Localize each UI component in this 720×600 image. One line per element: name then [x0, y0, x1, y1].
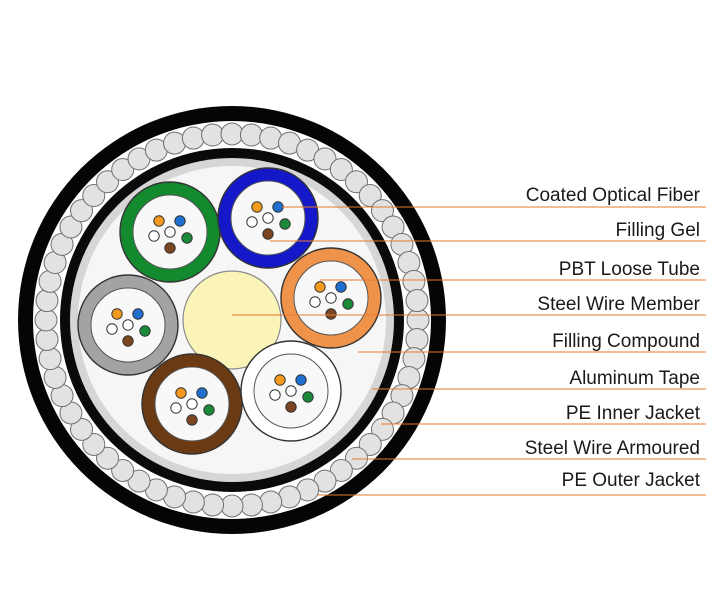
armour-wire — [70, 199, 94, 223]
coated-optical-fiber — [203, 404, 215, 416]
armour-wire — [96, 446, 120, 470]
cable-cross-section — [18, 106, 446, 534]
coated-optical-fiber — [111, 308, 123, 320]
label-steel-wire-armoured: Steel Wire Armoured — [525, 438, 700, 459]
coated-optical-fiber — [186, 414, 198, 426]
armour-wire — [35, 289, 59, 313]
armour-wire — [239, 493, 263, 517]
pbt-loose-tube-grey-tube — [77, 274, 179, 376]
coated-optical-fiber — [262, 212, 274, 224]
label-steel-wire-member: Steel Wire Member — [537, 294, 700, 315]
armour-wire — [201, 493, 225, 517]
coated-optical-fiber — [314, 281, 326, 293]
coated-optical-fiber — [181, 232, 193, 244]
coated-optical-fiber — [122, 335, 134, 347]
coated-optical-fiber — [302, 391, 314, 403]
coated-optical-fiber — [106, 323, 118, 335]
coated-optical-fiber — [325, 308, 337, 320]
armour-wire — [111, 458, 135, 482]
coated-optical-fiber — [335, 281, 347, 293]
coated-optical-fiber — [132, 308, 144, 320]
label-filling-gel: Filling Gel — [616, 220, 700, 241]
pbt-loose-tube-brown-tube — [141, 353, 243, 455]
armour-wire — [70, 417, 94, 441]
coated-optical-fiber — [269, 389, 281, 401]
coated-optical-fiber — [262, 228, 274, 240]
label-pe-inner-jacket: PE Inner Jacket — [566, 403, 701, 424]
label-filling-compound: Filling Compound — [552, 331, 700, 352]
label-pe-outer-jacket: PE Outer Jacket — [562, 470, 701, 491]
label-aluminum-tape: Aluminum Tape — [569, 368, 700, 389]
armour-wire — [406, 308, 430, 332]
armour-wire — [220, 122, 244, 146]
steel-wire-armour-ring — [34, 122, 430, 518]
armour-wire — [181, 126, 205, 150]
armour-wire — [402, 269, 426, 293]
coated-optical-fiber — [295, 374, 307, 386]
armour-wire — [313, 147, 337, 171]
armour-wire — [344, 446, 368, 470]
armour-wire — [358, 432, 382, 456]
coated-optical-fiber — [175, 387, 187, 399]
armour-wire — [96, 170, 120, 194]
armour-wire — [111, 158, 135, 182]
armour-wire — [329, 158, 353, 182]
coated-optical-fiber — [272, 201, 284, 213]
armour-wire — [329, 458, 353, 482]
label-pbt-loose-tube: PBT Loose Tube — [559, 259, 700, 280]
armour-wire — [34, 308, 58, 332]
coated-optical-fiber — [164, 226, 176, 238]
armour-wire — [201, 123, 225, 147]
pbt-loose-tube-orange-tube — [280, 247, 382, 349]
armour-wire — [259, 490, 283, 514]
pbt-loose-tube-blue-tube — [217, 167, 319, 269]
label-coated-optical-fiber: Coated Optical Fiber — [526, 185, 701, 206]
coated-optical-fiber — [164, 242, 176, 254]
armour-wire — [405, 289, 429, 313]
armour-wire — [35, 327, 59, 351]
coated-optical-fiber — [274, 374, 286, 386]
armour-wire — [82, 432, 106, 456]
coated-optical-fiber — [153, 215, 165, 227]
coated-optical-fiber — [342, 298, 354, 310]
armour-wire — [239, 123, 263, 147]
armour-wire — [127, 469, 151, 493]
coated-optical-fiber — [122, 319, 134, 331]
coated-optical-fiber — [246, 216, 258, 228]
armour-wire — [220, 494, 244, 518]
coated-optical-fiber — [279, 218, 291, 230]
coated-optical-fiber — [148, 230, 160, 242]
armour-wire — [59, 215, 83, 239]
coated-optical-fiber — [186, 398, 198, 410]
coated-optical-fiber — [139, 325, 151, 337]
coated-optical-fiber — [285, 385, 297, 397]
steel-wire-member — [182, 270, 282, 370]
armour-wire — [82, 184, 106, 208]
coated-optical-fiber — [251, 201, 263, 213]
coated-optical-fiber — [285, 401, 297, 413]
pbt-loose-tube-green-tube — [119, 181, 221, 283]
armour-wire — [370, 199, 394, 223]
armour-wire — [344, 170, 368, 194]
pbt-loose-tube-white-tube — [240, 340, 342, 442]
coated-optical-fiber — [170, 402, 182, 414]
coated-optical-fiber — [174, 215, 186, 227]
armour-wire — [38, 347, 62, 371]
coated-optical-fiber — [309, 296, 321, 308]
armour-wire — [405, 327, 429, 351]
coated-optical-fiber — [196, 387, 208, 399]
coated-optical-fiber — [325, 292, 337, 304]
